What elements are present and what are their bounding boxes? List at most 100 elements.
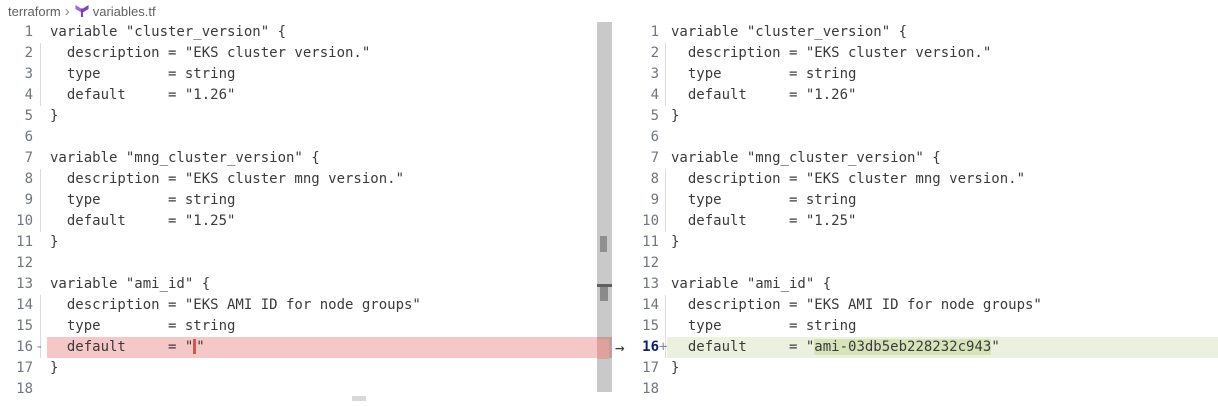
code-line-18[interactable]: 18 (0, 379, 612, 400)
code-line-2[interactable]: 2 description = "EKS cluster version." (613, 43, 1218, 64)
code-text (47, 379, 612, 400)
arrow-gutter (613, 358, 639, 379)
arrow-gutter (613, 22, 639, 43)
code-line-10[interactable]: 10 default = "1.25" (613, 211, 1218, 232)
overview-ruler-cursor-mark (600, 287, 608, 301)
code-line-3[interactable]: 3 type = string (0, 64, 612, 85)
code-line-11[interactable]: 11} (0, 232, 612, 253)
breadcrumb: terraform › variables.tf (0, 0, 156, 22)
indent-guide (665, 190, 666, 211)
code-line-6[interactable]: 6 (613, 127, 1218, 148)
code-text: } (50, 234, 59, 250)
code-line-17[interactable]: 17} (613, 358, 1218, 379)
code-text: variable "cluster_version" { (671, 24, 908, 40)
code-text: } (50, 108, 59, 124)
diff-sign (33, 22, 47, 43)
code-text: type = string (50, 318, 236, 334)
line-number: 8 (650, 171, 659, 187)
code-line-15[interactable]: 15 type = string (0, 316, 612, 337)
code-line-5[interactable]: 5} (613, 106, 1218, 127)
code-line-17[interactable]: 17} (0, 358, 612, 379)
line-number: 9 (650, 192, 659, 208)
code-line-2[interactable]: 2 description = "EKS cluster version." (0, 43, 612, 64)
indent-guide (665, 85, 666, 106)
arrow-gutter (613, 127, 639, 148)
arrow-gutter (613, 295, 639, 316)
code-line-4[interactable]: 4 default = "1.26" (0, 85, 612, 106)
code-text (667, 127, 1218, 148)
code-line-18[interactable]: 18 (613, 379, 1218, 400)
code-text (667, 253, 1218, 274)
left-editor-horizontal-scrollbar[interactable] (352, 396, 366, 401)
code-line-14[interactable]: 14 description = "EKS AMI ID for node gr… (0, 295, 612, 316)
breadcrumb-folder[interactable]: terraform (8, 3, 61, 19)
code-text: default = "" (47, 337, 612, 358)
arrow-gutter (613, 64, 639, 85)
code-line-14[interactable]: 14 description = "EKS AMI ID for node gr… (613, 295, 1218, 316)
line-number: 11 (16, 234, 33, 250)
code-text: type = string (671, 66, 857, 82)
line-number: 13 (16, 276, 33, 292)
line-number: 1 (650, 24, 659, 40)
diff-sign (33, 148, 47, 169)
left-editor-scrollbar[interactable] (597, 22, 612, 392)
line-number: 15 (16, 318, 33, 334)
code-text: description = "EKS cluster mng version." (671, 171, 1026, 187)
line-number: 2 (24, 45, 33, 61)
code-line-12[interactable]: 12 (613, 253, 1218, 274)
line-number: 4 (24, 87, 33, 103)
code-line-9[interactable]: 9 type = string (613, 190, 1218, 211)
code-line-11[interactable]: 11} (613, 232, 1218, 253)
line-number: 10 (16, 213, 33, 229)
arrow-gutter (613, 253, 639, 274)
overview-ruler-cursor-mark (597, 284, 612, 287)
code-line-15[interactable]: 15 type = string (613, 316, 1218, 337)
code-line-8[interactable]: 8 description = "EKS cluster mng version… (613, 169, 1218, 190)
code-text: variable "ami_id" { (671, 276, 832, 292)
code-text: type = string (671, 192, 857, 208)
code-line-6[interactable]: 6 (0, 127, 612, 148)
code-line-1[interactable]: 1 variable "cluster_version" { (613, 22, 1218, 43)
breadcrumb-file[interactable]: variables.tf (92, 3, 156, 19)
indent-guide (40, 337, 41, 358)
code-line-16[interactable]: →16+ default = "ami-03db5eb228232c943" (613, 337, 1218, 358)
code-line-4[interactable]: 4 default = "1.26" (613, 85, 1218, 106)
arrow-gutter (613, 379, 639, 400)
diff-sign (33, 379, 47, 400)
diff-sign (659, 127, 667, 148)
line-number: 1 (24, 24, 33, 40)
code-text: type = string (50, 66, 236, 82)
code-line-5[interactable]: 5} (0, 106, 612, 127)
code-line-3[interactable]: 3 type = string (613, 64, 1218, 85)
arrow-gutter (613, 274, 639, 295)
line-number: 3 (650, 66, 659, 82)
code-text: default = "1.26" (671, 87, 857, 103)
code-line-8[interactable]: 8 description = "EKS cluster mng version… (0, 169, 612, 190)
line-number: 18 (16, 381, 33, 397)
indent-guide (665, 64, 666, 85)
indent-guide (40, 85, 41, 106)
modified-pane: 1 variable "cluster_version" { 2 descripti… (613, 22, 1218, 400)
diff-sign (33, 358, 47, 379)
overview-ruler-removed-mark (597, 339, 609, 359)
indent-guide (40, 43, 41, 64)
code-line-9[interactable]: 9 type = string (0, 190, 612, 211)
diff-sign: - (35, 339, 44, 355)
code-line-16[interactable]: 16- default = "" (0, 337, 612, 358)
line-number: 3 (24, 66, 33, 82)
code-line-12[interactable]: 12 (0, 253, 612, 274)
code-line-10[interactable]: 10 default = "1.25" (0, 211, 612, 232)
code-text: } (671, 360, 680, 376)
line-number: 7 (650, 150, 659, 166)
line-number: 18 (642, 381, 659, 397)
code-text (47, 127, 612, 148)
indent-guide (40, 316, 41, 337)
diff-sign (33, 127, 47, 148)
code-text: } (671, 234, 680, 250)
